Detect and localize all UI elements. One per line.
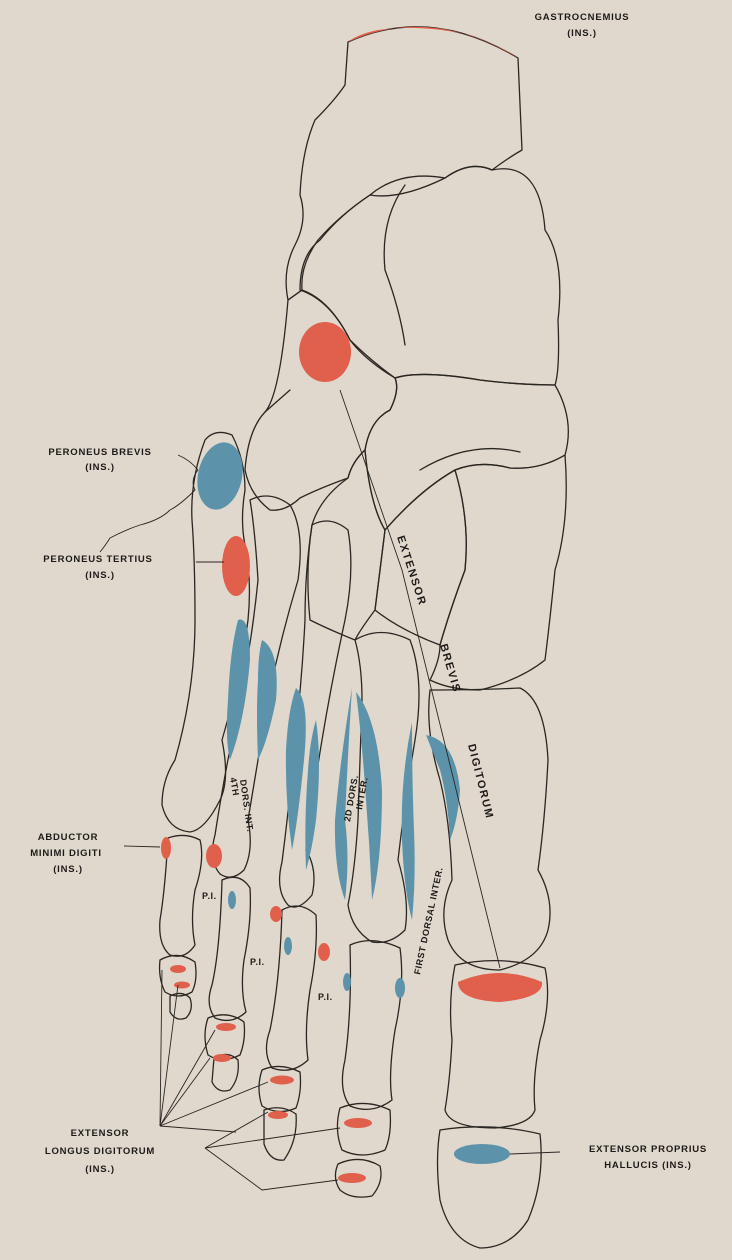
peroneus-tertius-ins-label: (INS.)	[85, 570, 115, 581]
third-dorsal-interosseous-a	[286, 688, 306, 850]
leader-lines	[100, 390, 560, 1190]
insertions	[161, 27, 542, 1183]
hallux-base-insertion	[458, 973, 542, 1002]
abductor-label-3: (INS.)	[53, 864, 83, 875]
third-head-red-mark	[318, 943, 330, 961]
plantar-interosseous-label-3: P.I.	[318, 992, 333, 1002]
eld-leader-3	[160, 1030, 215, 1126]
eld-ins-2-a	[344, 1118, 372, 1128]
calcaneus-bone	[286, 27, 522, 300]
ehl-label-1: EXTENSOR PROPRIUS	[589, 1144, 707, 1155]
eld-ins-5-b	[174, 982, 190, 989]
eld-label-1: EXTENSOR	[71, 1128, 130, 1139]
peroneus-tertius-insertion	[222, 536, 250, 596]
labels: GASTROCNEMIUS (INS.) PERONEUS BREVIS (IN…	[30, 12, 707, 1175]
eld-ins-4-a	[216, 1023, 236, 1031]
peroneus-brevis-insertion	[191, 438, 248, 514]
second-head-blue-mark	[395, 978, 405, 998]
eld-ins-3-b	[268, 1111, 288, 1119]
plantar-interosseous-label-2: P.I.	[250, 957, 265, 967]
second-middle-phalanx	[337, 1103, 390, 1155]
extensor-brevis-word-1: EXTENSOR	[394, 534, 428, 607]
first-dorsal-label: FIRST DORSAL INTER.	[412, 866, 445, 975]
peroneus-brevis-leader	[178, 455, 198, 470]
talus-trochlea-line	[384, 185, 405, 345]
eld-ins-3-a	[270, 1076, 294, 1085]
fourth-dorsal-interosseous-a	[227, 620, 250, 761]
fourth-head-red-mark	[270, 906, 282, 922]
eld-label-2: LONGUS DIGITORUM	[45, 1146, 155, 1157]
extensor-proprius-hallucis-insertion	[454, 1144, 510, 1164]
eld-ins-5-a	[170, 965, 186, 973]
navicular-bone	[365, 374, 568, 530]
peroneus-brevis-ins-label: (INS.)	[85, 462, 115, 473]
eld-ins-4-b	[213, 1054, 231, 1062]
peroneus-tertius-label: PERONEUS TERTIUS	[43, 554, 152, 565]
fifth-distal-phalanx	[170, 993, 191, 1019]
eld-leader-6	[160, 1126, 236, 1132]
abductor-label-2: MINIMI DIGITI	[30, 848, 102, 859]
ehl-label-2: HALLUCIS (INS.)	[604, 1160, 691, 1171]
plantar-interosseous-mark-1	[228, 891, 236, 909]
plantar-interosseous-mark-3	[343, 973, 351, 991]
first-metatarsal-bone	[429, 688, 550, 970]
calcaneus-tubercle-mark	[299, 322, 351, 382]
bones	[160, 27, 569, 1248]
first-dorsal-interosseous-b	[426, 735, 460, 840]
extensor-brevis-leader	[340, 390, 500, 968]
gastrocnemius-ins-label: (INS.)	[567, 28, 597, 39]
plantar-interosseous-label-1: P.I.	[202, 891, 217, 901]
extensor-brevis-word-2: BREVIS	[437, 643, 462, 695]
gastrocnemius-label: GASTROCNEMIUS	[535, 12, 630, 23]
fourth-dorsal-interosseous-b	[257, 640, 277, 760]
fifth-metatarsal-head-mark	[206, 844, 222, 868]
third-proximal-phalanx	[266, 906, 316, 1070]
fourth-dorsal-label-2: DORS. INT.	[238, 779, 255, 833]
third-middle-phalanx	[259, 1066, 301, 1111]
abductor-minimi-digiti-insertion	[161, 837, 171, 859]
abductor-leader	[124, 846, 160, 847]
peroneus-brevis-label: PERONEUS BREVIS	[48, 447, 151, 458]
third-dorsal-interosseous-b	[305, 720, 319, 870]
plantar-interosseous-mark-2	[284, 937, 292, 955]
eld-label-3: (INS.)	[85, 1164, 115, 1175]
extensor-brevis-word-3: DIGITORUM	[465, 743, 495, 821]
eld-leader-1	[160, 970, 162, 1126]
gastrocnemius-insertion	[348, 27, 518, 58]
peroneus-brevis-wavy-line	[100, 470, 198, 552]
abductor-label-1: ABDUCTOR	[38, 832, 99, 843]
ehl-leader	[510, 1152, 560, 1154]
eld-ins-2-b	[338, 1173, 366, 1183]
intermediate-cuneiform-bone	[375, 470, 466, 645]
cuboid-division	[265, 390, 290, 412]
eld-leader-9	[205, 1148, 338, 1190]
second-proximal-phalanx	[342, 941, 401, 1110]
